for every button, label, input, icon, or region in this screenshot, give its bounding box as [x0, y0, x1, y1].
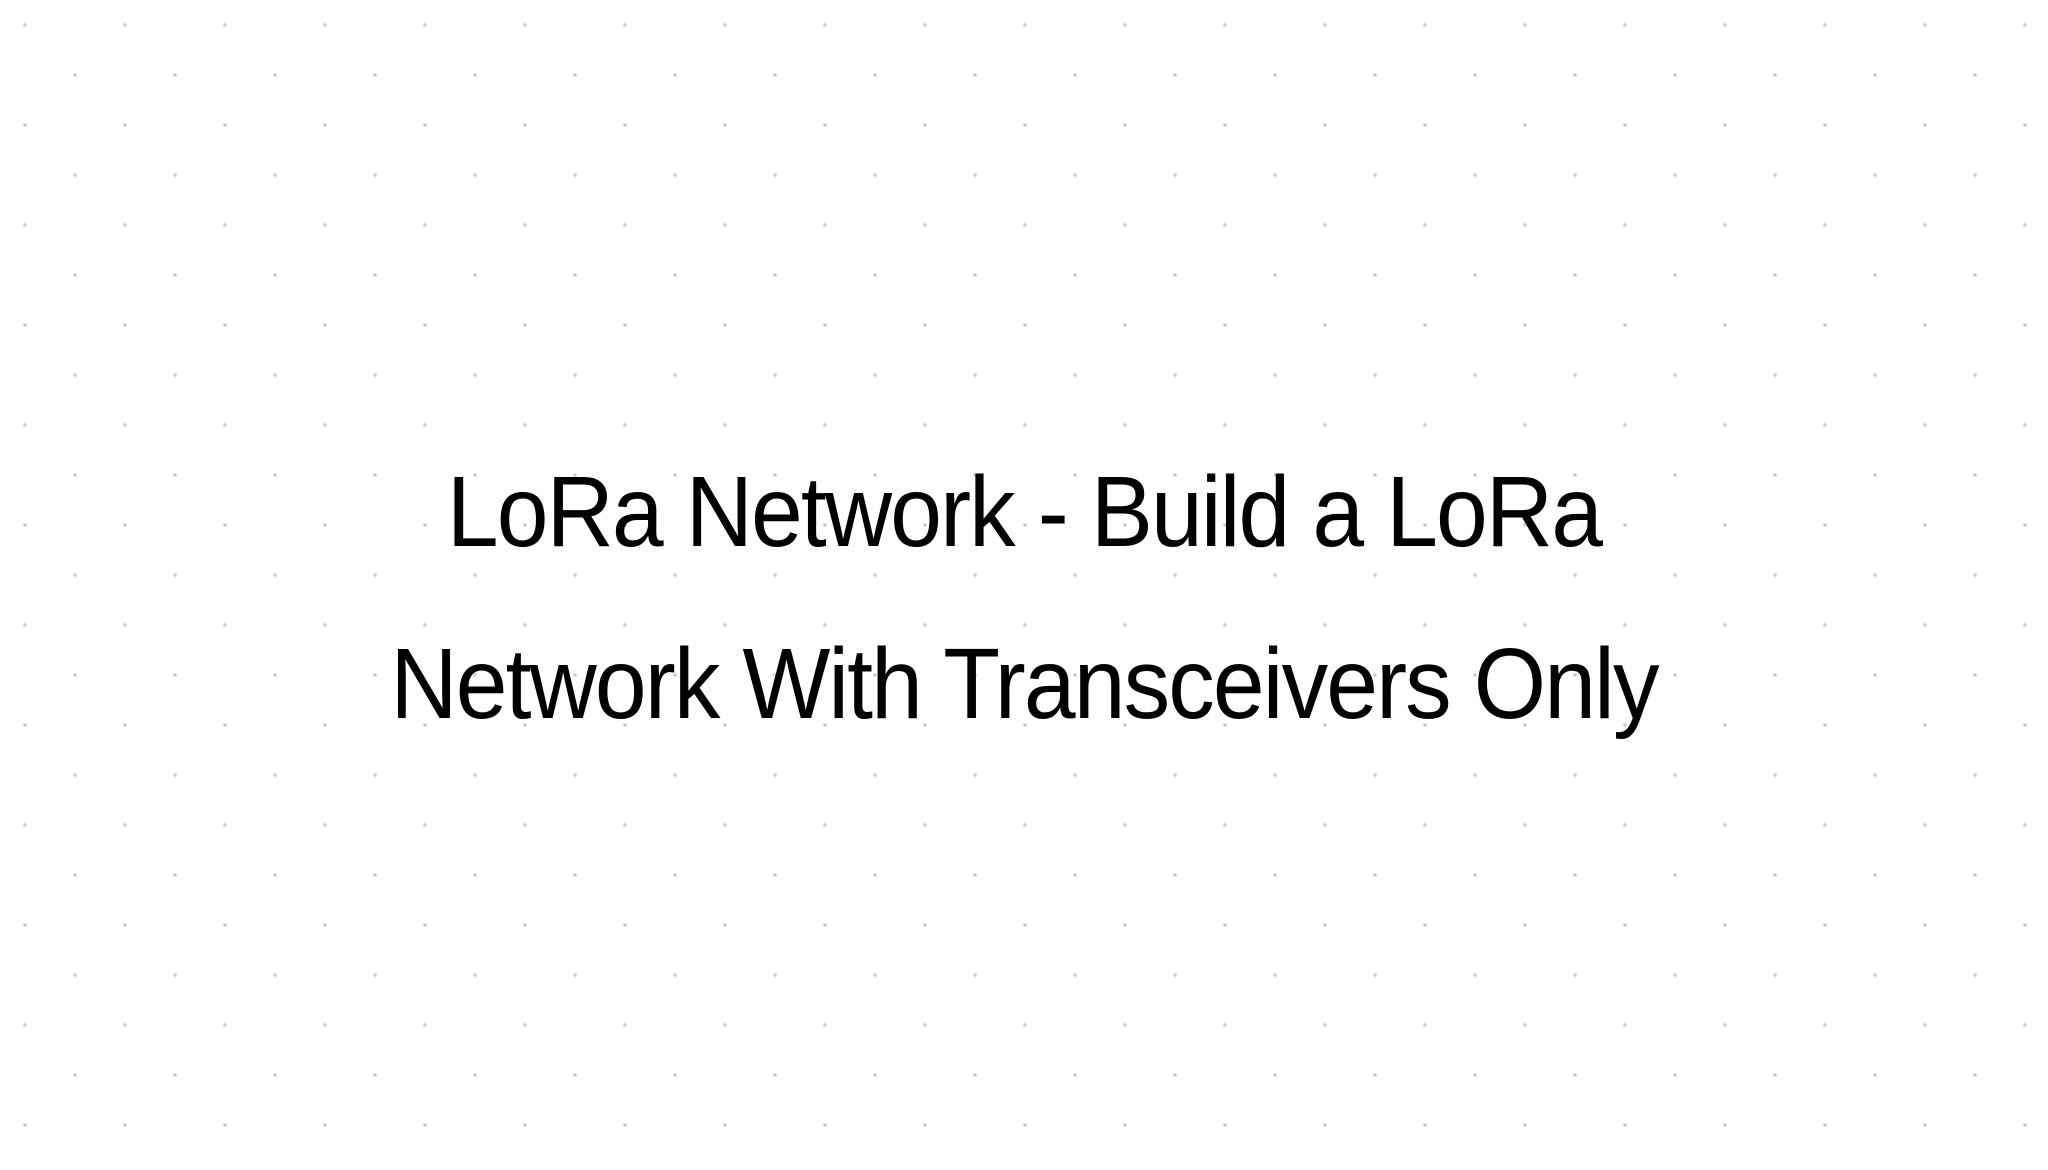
page-title: LoRa Network - Build a LoRa Network With…	[0, 426, 2048, 770]
title-line-1: LoRa Network - Build a LoRa	[446, 456, 1603, 568]
title-block: LoRa Network - Build a LoRa Network With…	[0, 426, 2048, 770]
title-line-2: Network With Transceivers Only	[390, 628, 1659, 740]
